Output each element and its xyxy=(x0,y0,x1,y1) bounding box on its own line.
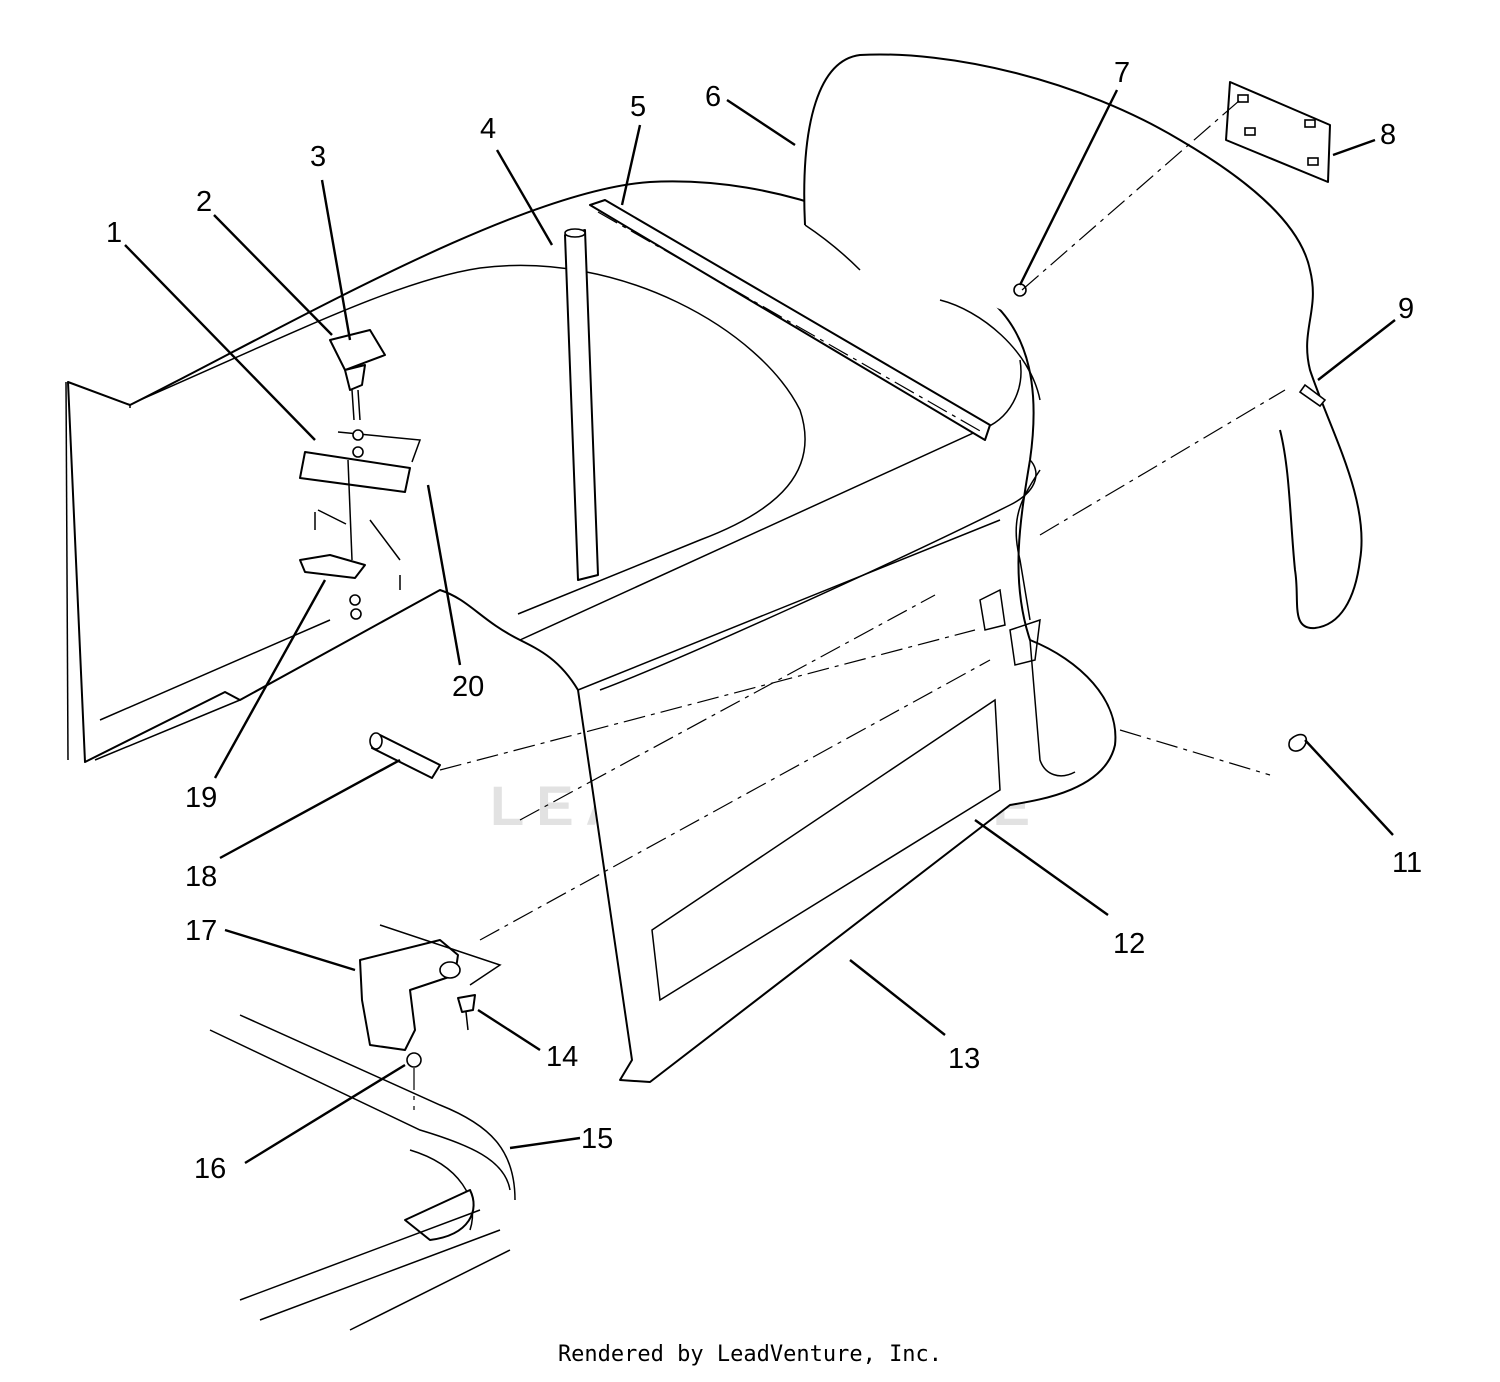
hinge-pin xyxy=(369,732,441,779)
frame-rail xyxy=(209,1014,516,1331)
hood-panel xyxy=(65,180,1117,1083)
callout-6: 6 xyxy=(705,81,721,113)
callout-18: 18 xyxy=(185,861,217,893)
weather-strip xyxy=(589,199,991,441)
callout-20: 20 xyxy=(452,671,484,703)
callout-13: 13 xyxy=(948,1043,980,1075)
callout-16: 16 xyxy=(194,1153,226,1185)
callout-3: 3 xyxy=(310,141,326,173)
hinge-tab xyxy=(1009,618,1041,666)
callout-8: 8 xyxy=(1380,119,1396,151)
callout-4: 4 xyxy=(480,113,496,145)
leader-lines xyxy=(124,89,1396,1165)
plate xyxy=(1225,81,1331,183)
callout-9: 9 xyxy=(1398,293,1414,325)
latch-assembly xyxy=(299,329,422,620)
callout-19: 19 xyxy=(185,782,217,814)
rear-panel xyxy=(803,53,1363,630)
callout-7: 7 xyxy=(1114,57,1130,89)
callout-1: 1 xyxy=(106,217,122,249)
callout-15: 15 xyxy=(581,1123,613,1155)
callout-12: 12 xyxy=(1113,928,1145,960)
callout-14: 14 xyxy=(546,1041,578,1073)
support-rod xyxy=(564,228,599,581)
clip xyxy=(1288,733,1308,752)
render-credit: Rendered by LeadVenture, Inc. xyxy=(557,1342,943,1367)
alignment-lines xyxy=(439,99,1286,941)
decal xyxy=(651,698,1001,1002)
grommet xyxy=(1013,283,1027,297)
hinge-bracket xyxy=(359,924,502,1110)
callout-17: 17 xyxy=(185,915,217,947)
callout-labels: 1 2 3 4 5 6 7 8 9 11 12 13 14 15 16 17 1… xyxy=(106,57,1422,1185)
callout-5: 5 xyxy=(630,91,646,123)
pop-rivet xyxy=(1298,383,1327,408)
callout-11: 11 xyxy=(1392,847,1422,879)
hinge-tab xyxy=(979,588,1006,631)
callout-2: 2 xyxy=(196,186,212,218)
